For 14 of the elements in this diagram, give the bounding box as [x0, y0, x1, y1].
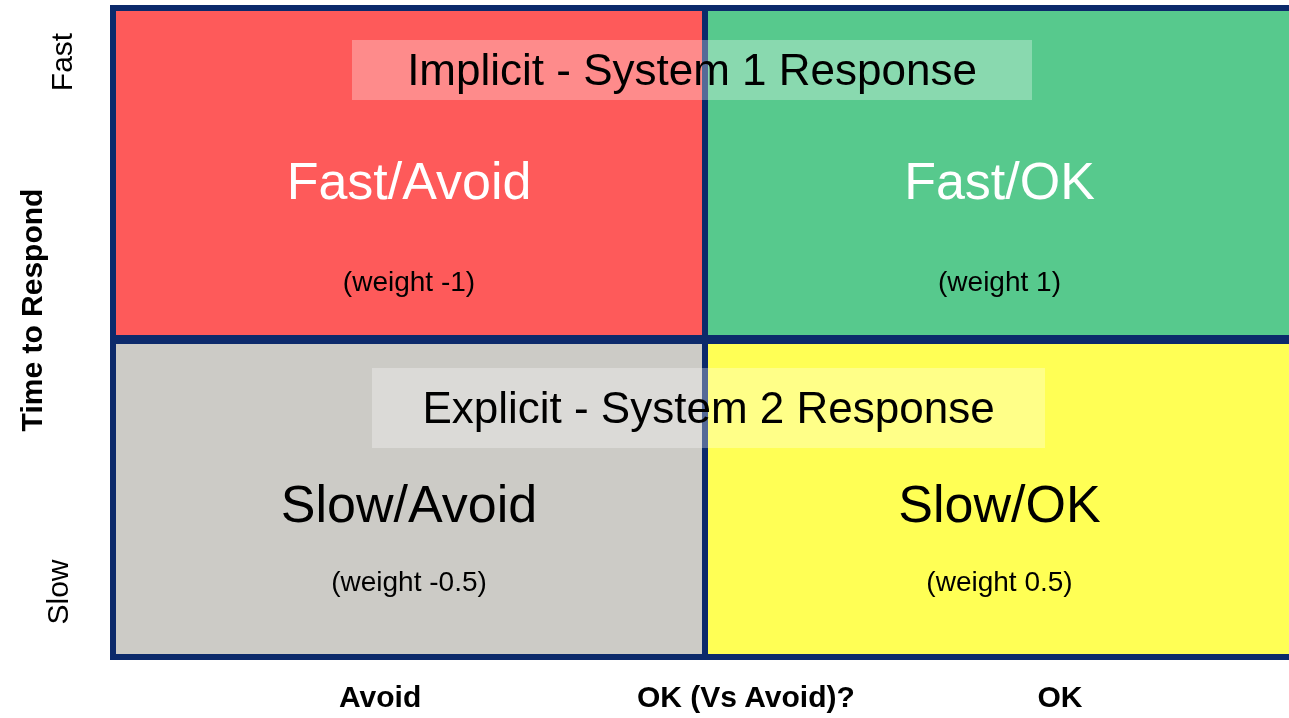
axis-tick-label: Fast: [45, 32, 80, 92]
axis-tick-label: Slow: [40, 559, 74, 625]
weight-label: (weight 1): [938, 266, 1061, 297]
quadrant-title: Fast/OK: [904, 152, 1095, 210]
axis-tick-label: OK: [1037, 680, 1083, 714]
axis-title: Time to Respond: [14, 188, 49, 432]
axis-title: OK (Vs Avoid)?: [637, 680, 855, 714]
quadrant-title: Fast/Avoid: [286, 152, 532, 210]
weight-label: (weight -1): [342, 266, 476, 297]
axis-tick-label: Avoid: [339, 680, 422, 714]
weight-label: (weight 0.5): [926, 566, 1073, 597]
quadrant-title: Slow/Avoid: [280, 475, 538, 533]
quadrant-title: Slow/OK: [898, 475, 1101, 533]
weight-label: (weight -0.5): [331, 566, 487, 597]
